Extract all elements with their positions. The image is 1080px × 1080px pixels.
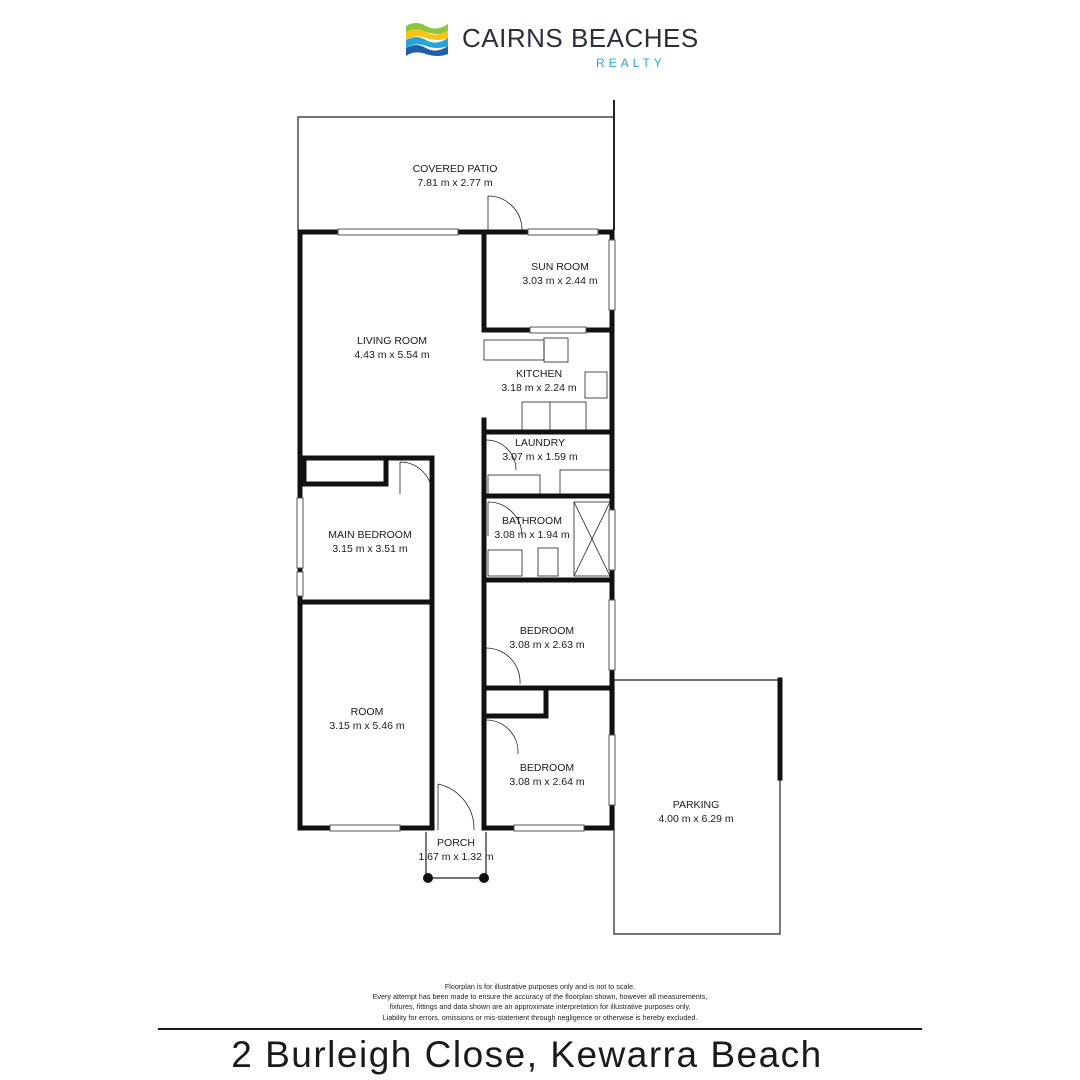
- laundry-label: LAUNDRY: [515, 437, 565, 449]
- logo: CAIRNS BEACHES REALTY: [404, 18, 698, 70]
- kitchen-dims: 3.18 m x 2.24 m: [501, 382, 577, 394]
- bedroom-2-dims: 3.08 m x 2.64 m: [509, 776, 585, 788]
- bedroom-2-label: BEDROOM: [520, 762, 574, 774]
- brand-sub: REALTY: [596, 56, 666, 70]
- living-room-label: LIVING ROOM: [357, 335, 427, 347]
- bathroom-label: BATHROOM: [502, 515, 562, 527]
- disclaimer-line: fixtures, fittings and data shown are an…: [389, 1002, 691, 1012]
- floor-plan: COVERED PATIO 7.81 m x 2.77 m SUN ROOM 3…: [296, 100, 783, 935]
- laundry-dims: 3.07 m x 1.59 m: [502, 451, 578, 463]
- kitchen-label: KITCHEN: [516, 368, 562, 380]
- disclaimer-line: Floorplan is for illustrative purposes o…: [444, 982, 636, 991]
- property-address: 2 Burleigh Close, Kewarra Beach: [231, 1034, 823, 1075]
- covered-patio-label: COVERED PATIO: [413, 163, 498, 175]
- living-room-dims: 4.43 m x 5.54 m: [354, 349, 430, 361]
- bedroom-1-label: BEDROOM: [520, 625, 574, 637]
- sun-room-label: SUN ROOM: [531, 261, 589, 273]
- disclaimer-line: Liability for errors, omissions or mis-s…: [382, 1012, 698, 1022]
- room-dims: 3.15 m x 5.46 m: [329, 720, 405, 732]
- parking-dims: 4.00 m x 6.29 m: [658, 813, 734, 825]
- divider: [158, 1028, 922, 1030]
- main-bedroom-label: MAIN BEDROOM: [328, 529, 411, 541]
- main-bedroom-dims: 3.15 m x 3.51 m: [332, 543, 408, 555]
- covered-patio-dims: 7.81 m x 2.77 m: [417, 177, 493, 189]
- sun-room-dims: 3.03 m x 2.44 m: [522, 275, 598, 287]
- post-icon: [479, 873, 489, 883]
- room-label: ROOM: [351, 706, 384, 718]
- bedroom-1-dims: 3.08 m x 2.63 m: [509, 639, 585, 651]
- disclaimer-line: Every attempt has been made to ensure th…: [372, 992, 708, 1002]
- disclaimer: Floorplan is for illustrative purposes o…: [300, 982, 780, 1023]
- post-icon: [423, 873, 433, 883]
- porch-label: PORCH: [437, 837, 475, 849]
- bathroom-dims: 3.08 m x 1.94 m: [494, 529, 570, 541]
- waves-logo-icon: [406, 23, 448, 56]
- porch-dims: 1.67 m x 1.32 m: [418, 851, 494, 863]
- parking-label: PARKING: [673, 799, 719, 811]
- brand-name: CAIRNS BEACHES: [462, 23, 699, 53]
